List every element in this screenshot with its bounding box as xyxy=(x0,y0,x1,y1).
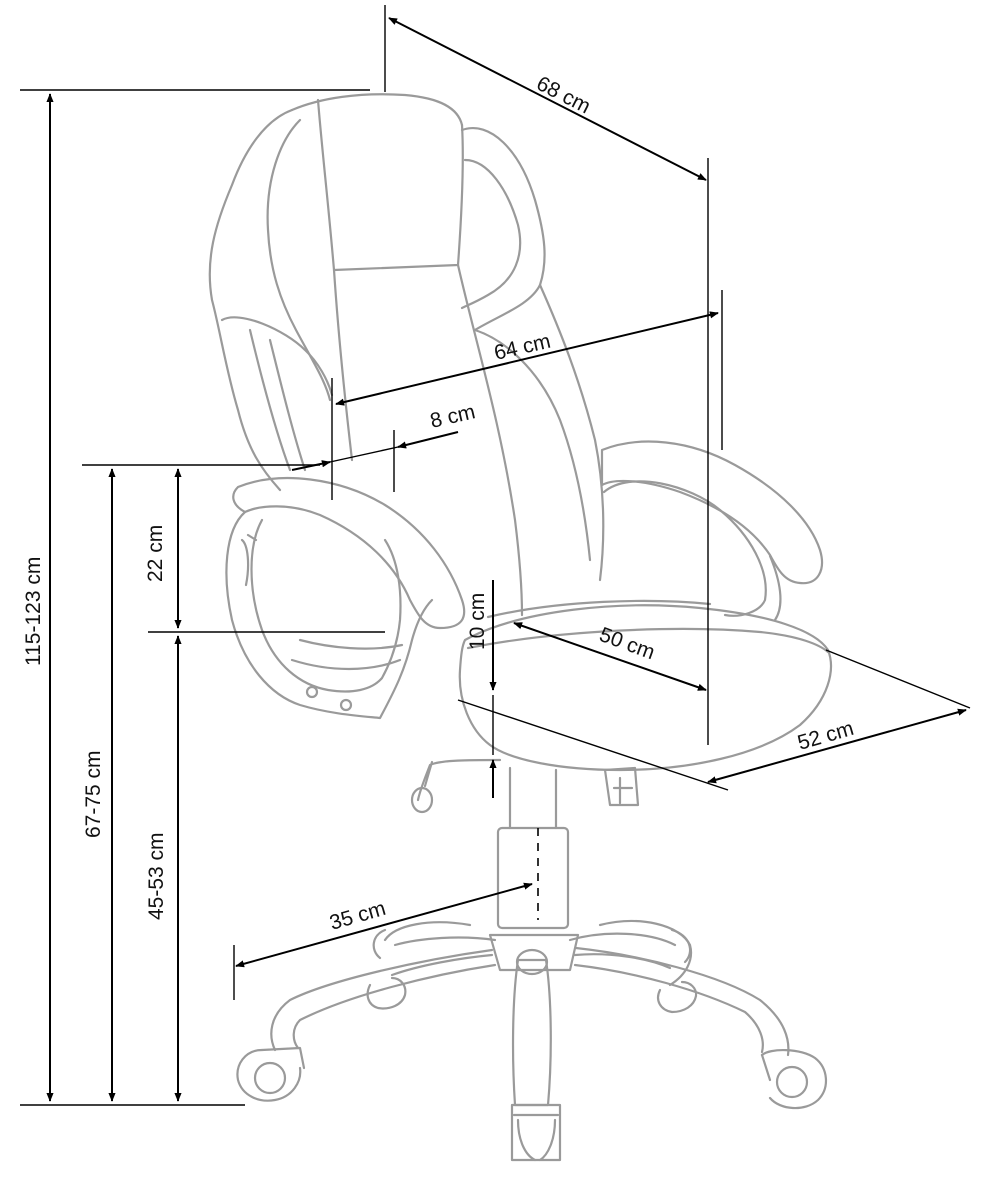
dim-armrest-width-2 xyxy=(397,431,459,449)
armrest-left-clip xyxy=(240,533,258,587)
backrest-top xyxy=(290,93,464,127)
seat-rear xyxy=(486,599,712,619)
caster-left xyxy=(236,1046,306,1102)
base-leg-right xyxy=(573,946,790,1057)
label-base-radius: 35 cm xyxy=(327,897,388,935)
dim-seat-back-width xyxy=(335,311,719,406)
dim-base-radius xyxy=(235,882,533,968)
armrest-right-support xyxy=(602,480,782,622)
base-back-arc xyxy=(383,919,693,987)
armrest-screw xyxy=(305,685,319,699)
caster-front xyxy=(510,1103,562,1162)
label-armrest-floor-height: 67-75 cm xyxy=(82,750,105,838)
armrest-left-loop xyxy=(225,510,434,720)
column-sleeve xyxy=(496,826,570,930)
backrest-side-left xyxy=(266,118,332,402)
base-hub xyxy=(488,933,580,972)
backrest-lower-right xyxy=(538,283,605,582)
label-seat-height-adjust: 10 cm xyxy=(466,593,489,650)
label-seat-floor-height: 45-53 cm xyxy=(145,832,168,920)
base-leg-left xyxy=(270,948,497,1052)
label-backrest-width: 68 cm xyxy=(533,72,594,118)
armrest-screw xyxy=(339,698,353,712)
label-armrest-width: 8 cm xyxy=(428,400,478,433)
armrest-left-lower xyxy=(290,638,404,671)
height-lever xyxy=(603,766,640,807)
dimension-lines xyxy=(20,5,971,1106)
backrest-wing-right-inner xyxy=(460,158,522,310)
base-leg-back-left xyxy=(390,936,497,977)
armrest-left xyxy=(232,477,466,630)
dim-backrest-width xyxy=(388,17,707,181)
backrest-left-lower xyxy=(220,316,334,397)
backrest-shell xyxy=(208,108,294,492)
dim-seat-width xyxy=(707,708,967,784)
backrest-left-strap xyxy=(248,328,307,472)
chair-outline xyxy=(208,93,832,1162)
dimension-labels: 68 cm 64 cm 8 cm 22 cm 10 cm 50 cm 52 cm… xyxy=(22,72,856,935)
dim-armrest-width xyxy=(291,460,331,471)
armrest-left-loop-inner xyxy=(250,518,402,693)
tilt-lever xyxy=(416,758,502,802)
label-total-height: 115-123 cm xyxy=(22,557,45,666)
backrest-wing-right xyxy=(460,127,546,332)
base-leg-front xyxy=(511,958,552,1107)
gas-column xyxy=(508,766,558,830)
dim-seat-depth xyxy=(513,622,707,691)
base-leg-back-right xyxy=(568,932,677,970)
armrest-right xyxy=(600,440,824,585)
headrest-panel xyxy=(316,98,464,272)
lever-knob xyxy=(410,786,434,814)
label-armrest-height: 22 cm xyxy=(144,525,167,582)
caster-back-right xyxy=(656,928,698,1014)
caster-right xyxy=(760,1049,827,1110)
